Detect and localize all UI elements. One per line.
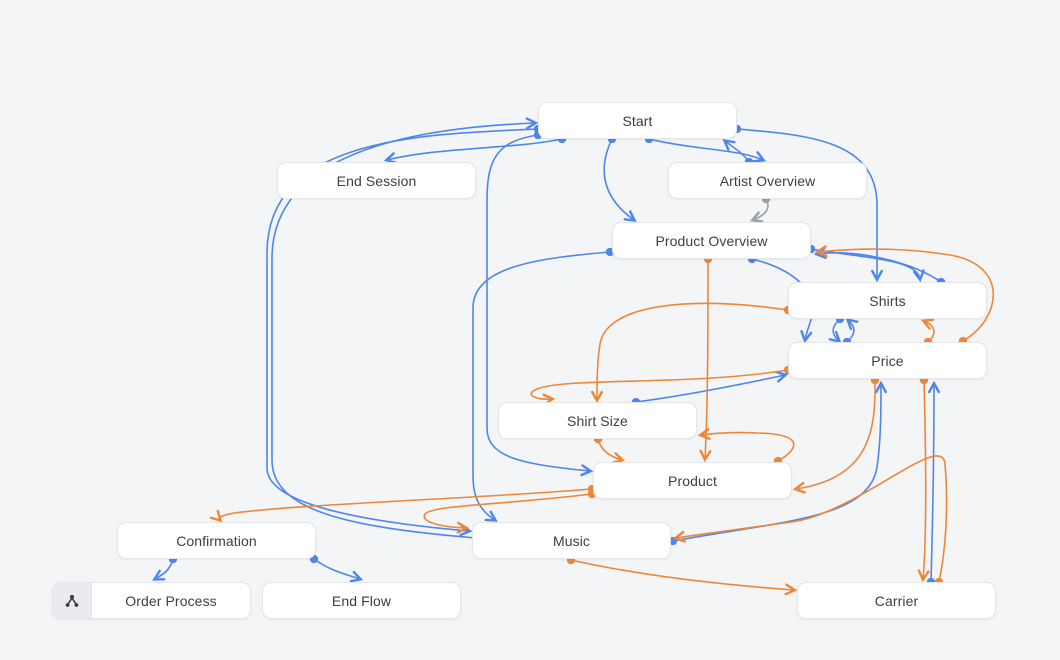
- node-label: End Flow: [331, 592, 392, 609]
- edge-music-to-start: [271, 117, 539, 543]
- edge-start-to-product-overview: [603, 134, 637, 222]
- edge-price-to-product: [792, 375, 880, 494]
- node-end-session[interactable]: End Session: [277, 162, 476, 199]
- node-label: Price: [871, 352, 904, 369]
- node-carrier[interactable]: Carrier: [797, 582, 996, 619]
- node-label: Shirt Size: [567, 412, 628, 429]
- edge-start-to-shirts: [732, 124, 883, 283]
- node-price[interactable]: Price: [788, 342, 987, 379]
- node-product-overview[interactable]: Product Overview: [612, 222, 811, 259]
- node-label: Shirts: [869, 292, 906, 309]
- node-confirmation[interactable]: Confirmation: [117, 522, 316, 559]
- node-label: Confirmation: [176, 532, 257, 549]
- edge-product-to-shirt-size: [697, 427, 795, 466]
- node-label: Carrier: [874, 592, 919, 609]
- edge-carrier-to-music: [672, 455, 948, 587]
- edge-price-to-shirts: [920, 318, 935, 347]
- edge-artist-overview-to-product-overview: [749, 194, 771, 223]
- edge-price-to-shirt-size: [530, 365, 793, 406]
- node-artist-overview[interactable]: Artist Overview: [668, 162, 867, 199]
- edge-shirt-size-to-product: [593, 434, 626, 464]
- edge-product-to-music: [423, 489, 597, 534]
- node-product[interactable]: Product: [593, 462, 792, 499]
- edge-confirmation-to-order-process: [152, 554, 178, 581]
- node-order-process[interactable]: Order Process: [52, 582, 251, 619]
- node-start[interactable]: Start: [538, 102, 737, 139]
- node-shirts[interactable]: Shirts: [788, 282, 987, 319]
- edge-confirmation-to-end-flow: [309, 554, 364, 583]
- node-label: Music: [552, 532, 591, 549]
- edge-music-to-carrier: [566, 555, 798, 596]
- node-label: End Session: [336, 172, 417, 189]
- flow-branch-icon: [53, 583, 92, 618]
- edge-price-to-product-overview: [814, 245, 995, 346]
- node-end-flow[interactable]: End Flow: [262, 582, 461, 619]
- node-label: Artist Overview: [719, 172, 816, 189]
- node-music[interactable]: Music: [472, 522, 671, 559]
- node-label: Order Process: [125, 592, 217, 609]
- node-label: Start: [622, 112, 653, 129]
- node-label: Product: [668, 472, 717, 489]
- node-label: Product Overview: [655, 232, 768, 249]
- node-shirt-size[interactable]: Shirt Size: [498, 402, 697, 439]
